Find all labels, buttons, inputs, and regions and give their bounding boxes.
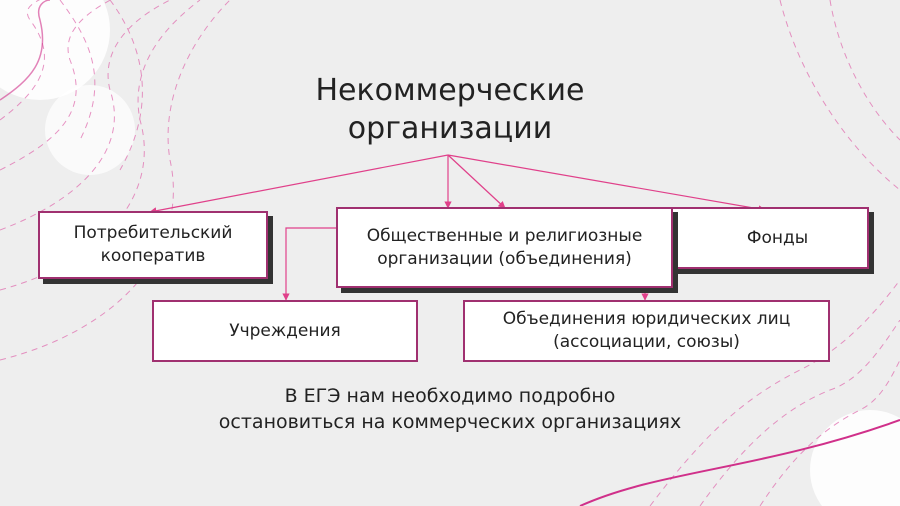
box-public-religious-label: Общественные и религиозные организации (… — [366, 225, 643, 269]
box-funds: Фонды — [666, 207, 869, 269]
exam-note: В ЕГЭ нам необходимо подробно остановить… — [218, 385, 682, 433]
arrow-to-funds — [447, 154, 766, 213]
box-institutions: Учреждения — [152, 300, 418, 362]
box-consumer-coop: Потребительский кооператив — [38, 211, 268, 279]
diagram-title: Некоммерческие организации — [315, 73, 585, 146]
arrow-to-institutions — [282, 227, 340, 301]
box-consumer-coop-label: Потребительский кооператив — [73, 223, 233, 266]
box-funds-label: Фонды — [746, 227, 809, 248]
arrow-to-public-religious-right — [447, 154, 506, 209]
box-associations-label: Объединения юридических лиц (ассоциации,… — [502, 309, 791, 352]
box-public-religious: Общественные и религиозные организации (… — [336, 207, 673, 288]
box-associations: Объединения юридических лиц (ассоциации,… — [463, 300, 830, 362]
arrow-to-consumer-coop — [149, 154, 449, 215]
box-institutions-label: Учреждения — [229, 320, 341, 341]
